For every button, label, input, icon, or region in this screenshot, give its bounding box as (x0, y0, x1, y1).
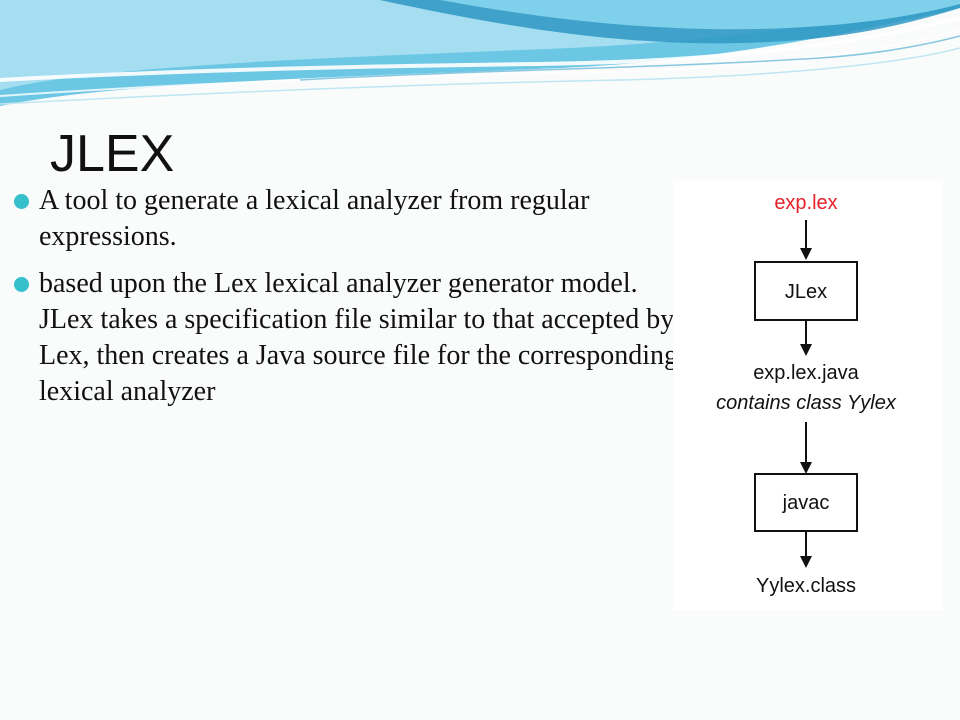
arrow-head-3-icon (800, 462, 812, 474)
bullet-item: A tool to generate a lexical analyzer fr… (14, 183, 694, 255)
bullet-text: A tool to generate a lexical analyzer fr… (39, 185, 590, 252)
output-file-label: exp.lex.java (753, 362, 859, 384)
arrow-head-4-icon (800, 556, 812, 568)
slide-title: JLEX (50, 125, 175, 183)
bullet-item: based upon the Lex lexical analyzer gene… (14, 266, 694, 410)
bullet-text: based upon the Lex lexical analyzer gene… (39, 268, 679, 407)
bullet-dot-icon (14, 194, 29, 209)
jlex-flow-diagram: exp.lex JLex exp.lex.java contains class… (673, 180, 943, 610)
bullet-dot-icon (14, 277, 29, 292)
javac-tool-label: javac (782, 492, 830, 514)
output-note-label: contains class Yylex (716, 392, 897, 414)
arrow-head-2-icon (800, 344, 812, 356)
input-file-label: exp.lex (774, 192, 837, 214)
header-wave-decoration (0, 0, 960, 106)
javac-tool-box (754, 473, 858, 532)
bullet-list: A tool to generate a lexical analyzer fr… (14, 183, 694, 421)
arrow-head-1-icon (800, 248, 812, 260)
jlex-tool-label: JLex (785, 281, 827, 303)
final-output-label: Yylex.class (756, 575, 856, 597)
